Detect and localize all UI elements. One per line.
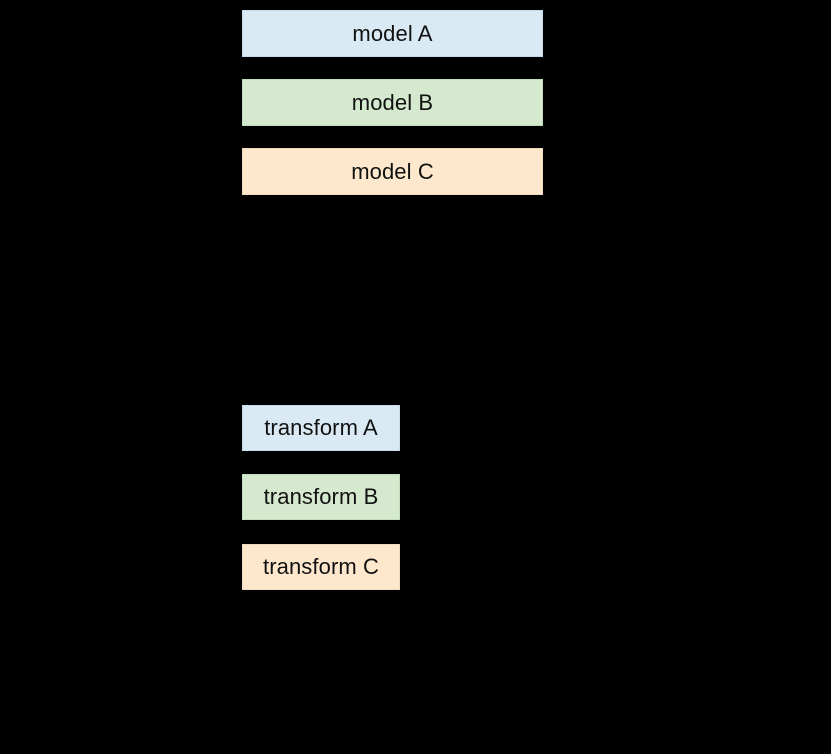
node-label-model-b: model B (351, 89, 434, 115)
node-label-transform-b: transform B (263, 484, 379, 509)
node-transform-a[interactable]: transform A (242, 405, 400, 451)
node-transform-b[interactable]: transform B (242, 474, 400, 520)
node-label-model-a: model A (352, 20, 433, 46)
node-label-transform-a: transform A (264, 415, 378, 440)
node-label-transform-c: transform C (262, 554, 379, 579)
node-model-c[interactable]: model C (242, 148, 543, 195)
node-model-b[interactable]: model B (242, 79, 543, 126)
node-label-model-c: model C (351, 158, 434, 184)
node-model-a[interactable]: model A (242, 10, 543, 57)
node-transform-c[interactable]: transform C (242, 544, 400, 590)
